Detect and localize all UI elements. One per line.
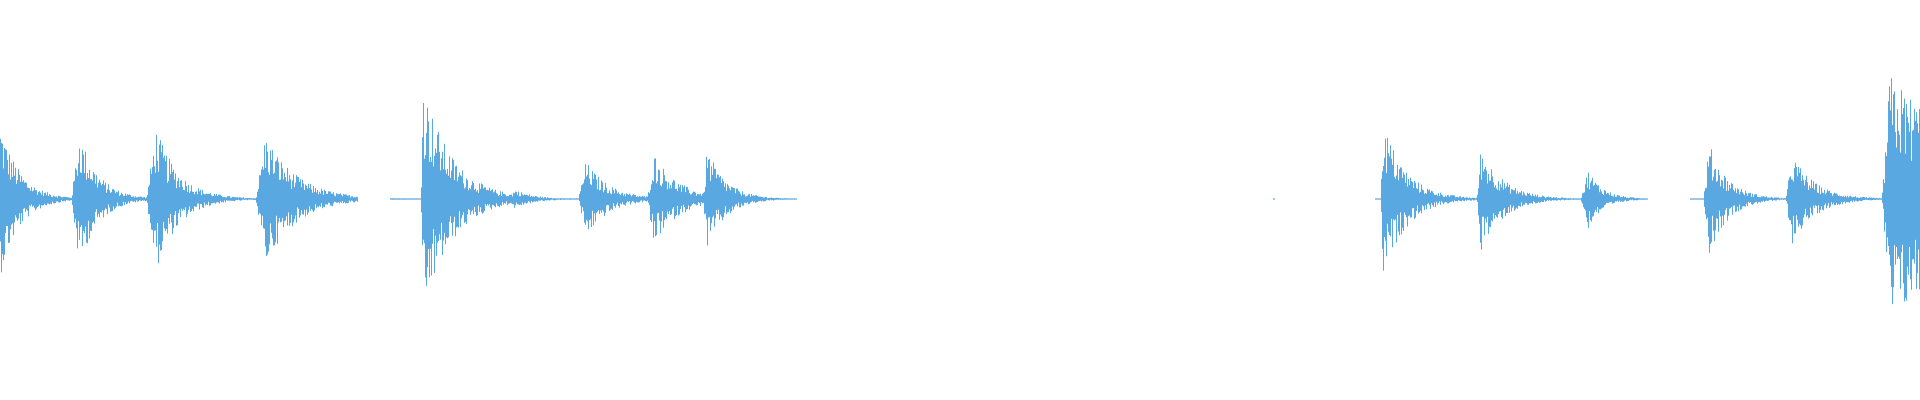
waveform-path [0, 78, 1920, 305]
waveform-bars [0, 78, 1920, 305]
